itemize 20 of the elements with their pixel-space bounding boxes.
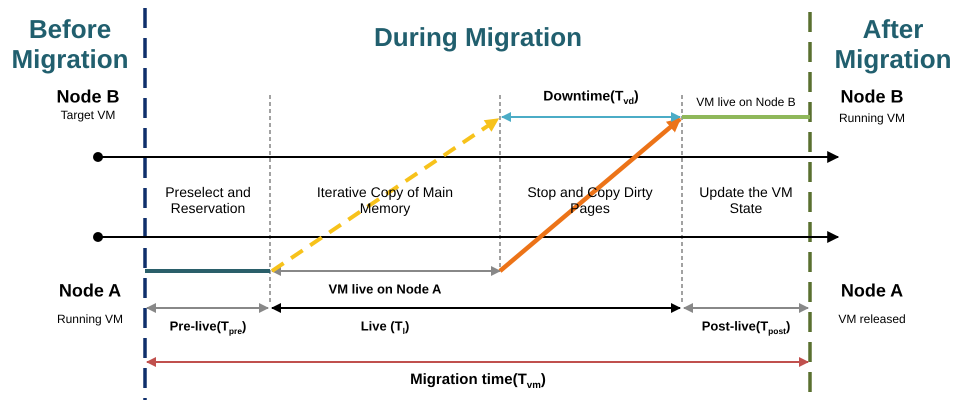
- phase-label: Preselect and Reservation: [164, 184, 252, 216]
- interval-label: Pre-live(T$_{pre}$): [168, 319, 248, 337]
- phase-label: Update the VM State: [698, 184, 794, 216]
- interval-label: Downtime(T$_{vd}$): [542, 87, 640, 107]
- state-label: Running VM: [838, 112, 906, 126]
- state-label: VM live on Node B: [695, 96, 797, 110]
- node-label: Node B: [840, 86, 904, 108]
- node-label: Node A: [840, 280, 904, 302]
- state-label: VM live on Node A: [328, 282, 442, 298]
- interval-label: Migration time(T$_{vm}$): [409, 370, 547, 392]
- interval-label: Live (T$_{l}$): [360, 319, 410, 337]
- phase-heading: Before Migration: [10, 15, 130, 75]
- phase-heading: After Migration: [834, 15, 952, 75]
- node-label: Node B: [56, 86, 120, 108]
- node-label: Node A: [58, 280, 122, 302]
- phase-heading: During Migration: [373, 23, 583, 53]
- state-label: Target VM: [60, 109, 116, 123]
- state-label: Running VM: [56, 313, 124, 327]
- interval-label: Post-live(T$_{post}$): [700, 319, 792, 337]
- state-label: VM released: [837, 313, 907, 327]
